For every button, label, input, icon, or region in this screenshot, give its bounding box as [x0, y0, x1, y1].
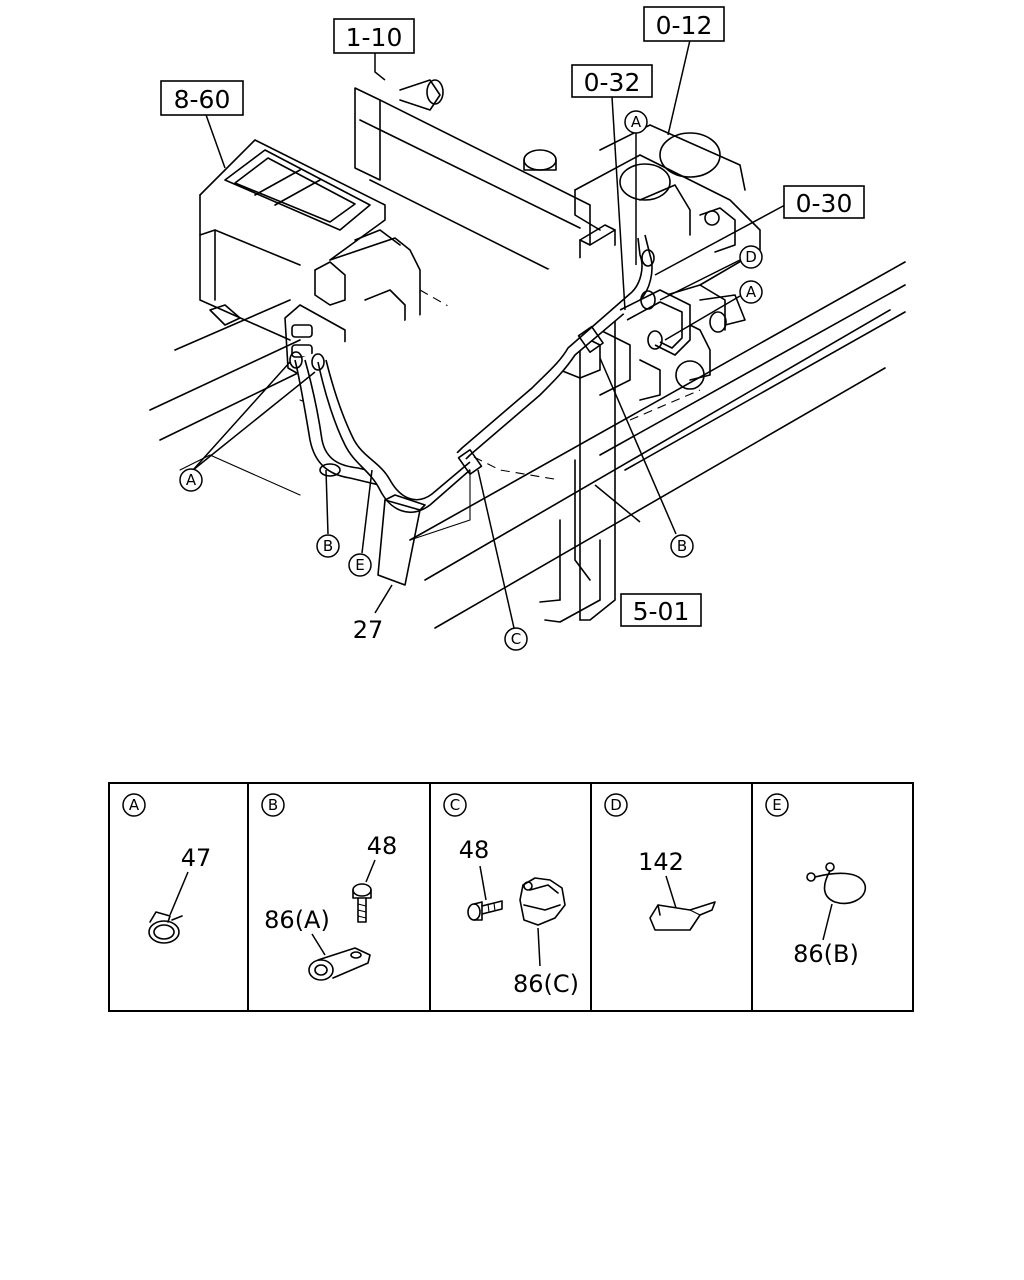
ref-label-1-10: 1-10 [346, 23, 403, 52]
detail-label-47: 47 [181, 844, 212, 872]
ref-label-8-60: 8-60 [174, 85, 231, 114]
detail-cell-b: B 48 86(A) [261, 793, 398, 981]
detail-table [108, 782, 914, 1012]
callout-letter: A [631, 113, 642, 131]
detail-letter-e: E [772, 796, 781, 814]
ref-box-5-01: 5-01 [620, 593, 702, 627]
wire-clip-icon [806, 862, 866, 905]
detail-cell-d: D 142 [604, 793, 716, 931]
ref-box-0-30: 0-30 [783, 185, 865, 219]
ref-box-1-10: 1-10 [333, 18, 415, 54]
ref-label-0-30: 0-30 [796, 189, 853, 218]
ref-box-8-60: 8-60 [160, 80, 244, 116]
ref-box-0-12: 0-12 [643, 6, 725, 42]
callout-letter: E [355, 556, 364, 574]
hose-clamp-icon [148, 911, 183, 944]
detail-label-142: 142 [638, 848, 684, 876]
detail-cell-c: C 48 86(C) [443, 793, 579, 998]
bolt-icon [352, 883, 372, 923]
ref-label-0-12: 0-12 [656, 11, 713, 40]
callout-letter: A [186, 471, 197, 489]
detail-letter-c: C [450, 796, 460, 814]
bracket-icon [649, 901, 716, 931]
leader-lines [192, 39, 786, 629]
callout-a-left: A [179, 468, 203, 492]
callout-letter: D [745, 248, 757, 266]
callout-letter: C [511, 630, 521, 648]
detail-letter-d: D [610, 796, 622, 814]
callout-letter: B [323, 537, 333, 555]
callout-b-left: B [316, 534, 340, 558]
callout-letter: A [746, 283, 757, 301]
detail-cell-e: E 86(B) [765, 793, 866, 968]
bracket-27 [377, 494, 426, 586]
detail-cell-a: A 47 [122, 793, 212, 944]
callout-a-right: A [739, 280, 763, 304]
ref-box-0-32: 0-32 [571, 64, 653, 98]
detail-label-86a: 86(A) [264, 906, 330, 934]
detail-letter-a: A [129, 796, 140, 814]
callout-b-right: B [670, 534, 694, 558]
rubber-clip-icon [519, 877, 566, 926]
detail-label-48: 48 [367, 832, 398, 860]
callout-letter: B [677, 537, 687, 555]
callout-a-top: A [624, 110, 648, 134]
callout-e: E [348, 553, 372, 577]
part-number-27: 27 [353, 616, 384, 644]
heater-hoses [289, 234, 691, 514]
ref-label-5-01: 5-01 [633, 597, 690, 626]
detail-label-86b: 86(B) [793, 940, 859, 968]
callout-d: D [739, 245, 763, 269]
detail-label-48: 48 [459, 836, 490, 864]
bolt-icon [467, 900, 503, 921]
detail-letter-b: B [268, 796, 278, 814]
radiator [354, 79, 631, 621]
ref-label-0-32: 0-32 [584, 68, 641, 97]
detail-label-86c: 86(C) [513, 970, 579, 998]
callout-c: C [504, 627, 528, 651]
pipe-clip-icon [308, 947, 371, 981]
